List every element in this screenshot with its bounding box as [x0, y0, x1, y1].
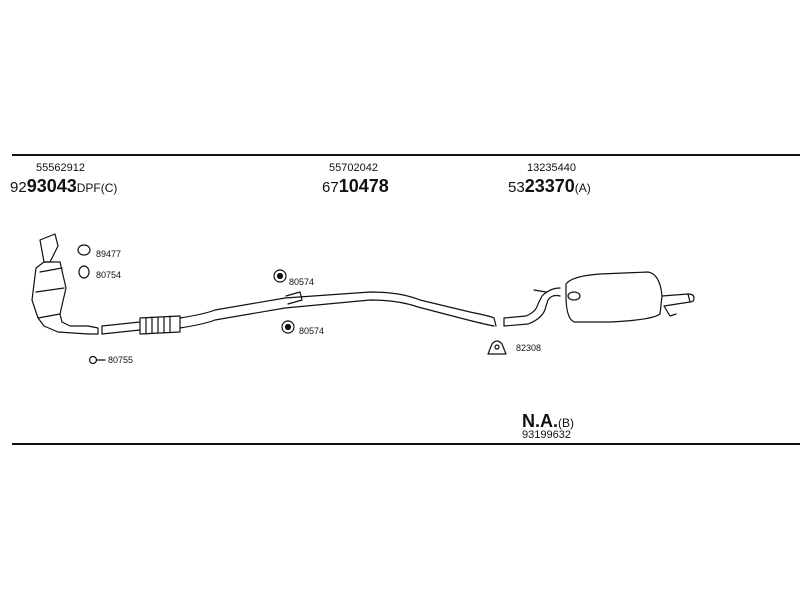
group-1-code: 9293043DPF(C): [10, 177, 117, 195]
rear-pipe: [503, 287, 561, 327]
clamp-82308: [487, 340, 507, 355]
group-2-code: 6710478: [322, 177, 389, 195]
front-flex-pipe: [101, 315, 181, 335]
part-82308-label: 82308: [516, 343, 542, 353]
mount-80574-bottom: [281, 320, 295, 334]
group-3-code: 5323370(A): [508, 177, 591, 195]
group-1-code-prefix: 92: [10, 179, 27, 196]
group-3-code-main: 23370: [524, 176, 575, 196]
na-main: N.A.: [522, 411, 558, 431]
group-2-code-prefix: 67: [322, 179, 339, 196]
group-2-ref: 55702042: [329, 162, 378, 174]
clamp-80755: [88, 355, 106, 365]
middle-pipe: [179, 291, 497, 329]
group-1-code-main: 93043: [26, 176, 77, 196]
group-1-ref: 55562912: [36, 162, 85, 174]
bottom-divider: [12, 443, 800, 445]
clamp-89477: [77, 244, 91, 256]
part-89477-label: 89477: [96, 249, 122, 259]
na-ref: 93199632: [522, 429, 571, 441]
part-80754-label: 80754: [96, 270, 122, 280]
group-3-ref: 13235440: [527, 162, 576, 174]
na-suffix: (B): [558, 416, 574, 430]
group-1-code-suffix: DPF(C): [76, 181, 118, 195]
gasket-80754: [78, 265, 90, 279]
top-divider: [12, 154, 800, 156]
group-2-code-main: 10478: [338, 176, 389, 196]
na-code: N.A.(B): [522, 412, 574, 430]
part-80574-bottom-label: 80574: [299, 326, 325, 336]
dpf-catalyst-assembly: [31, 233, 99, 335]
mount-80574-top: [273, 269, 287, 283]
part-80755-label: 80755: [108, 355, 134, 365]
part-80574-top-label: 80574: [289, 277, 315, 287]
group-3-code-suffix: (A): [574, 181, 591, 195]
rear-silencer: [565, 271, 695, 323]
group-3-code-prefix: 53: [508, 179, 525, 196]
